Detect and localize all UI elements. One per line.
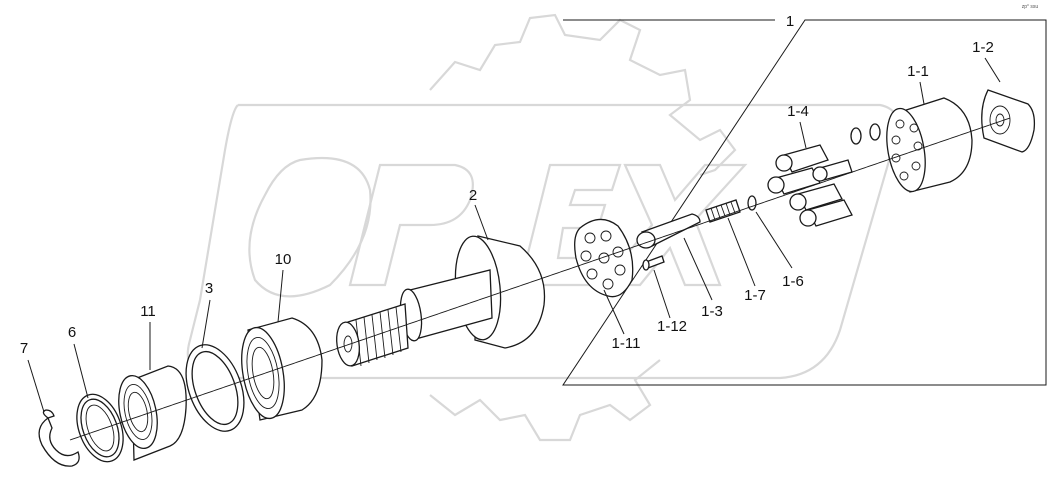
part-3-ring xyxy=(185,344,245,432)
part-1-4-pistons xyxy=(767,144,853,227)
callout-leaders xyxy=(27,57,1001,413)
part-2-shaft xyxy=(336,235,546,367)
callout-1-6: 1-6 xyxy=(782,273,804,290)
part-1-2-valve-plate xyxy=(981,89,1036,153)
part-1-6-small-ring xyxy=(747,195,757,211)
callout-1-4: 1-4 xyxy=(787,103,809,120)
callout-11: 11 xyxy=(140,303,156,320)
part-6-washer xyxy=(76,393,124,463)
callout-1-1: 1-1 xyxy=(907,63,929,80)
callout-1-7: 1-7 xyxy=(744,287,766,304)
part-11-bearing xyxy=(118,365,187,461)
part-1-seal-rings xyxy=(850,123,881,145)
part-1-1-cylinder-block xyxy=(886,97,973,193)
assembly-axis xyxy=(69,117,1011,441)
group-1-label: 1 xyxy=(786,13,794,30)
part-10-bearing xyxy=(241,317,323,421)
callout-6: 6 xyxy=(68,324,76,341)
part-1-11-retainer-plate xyxy=(574,218,634,298)
corner-code: zp° ssu xyxy=(1022,4,1039,10)
callout-1-11: 1-11 xyxy=(612,335,641,352)
callout-3: 3 xyxy=(205,280,213,297)
callout-1-2: 1-2 xyxy=(972,39,994,56)
callout-1-12: 1-12 xyxy=(657,318,687,335)
part-7-retaining-ring xyxy=(38,409,80,467)
callout-labels: 7 6 11 3 10 2 1-1 1-2 1-4 1-6 1-7 1-3 1-… xyxy=(20,39,994,357)
callout-7: 7 xyxy=(20,340,28,357)
part-1-7-spring xyxy=(705,199,741,223)
part-1-12-screw xyxy=(642,255,665,271)
callout-10: 10 xyxy=(275,251,292,268)
callout-2: 2 xyxy=(469,187,477,204)
callout-1-3: 1-3 xyxy=(701,303,723,320)
